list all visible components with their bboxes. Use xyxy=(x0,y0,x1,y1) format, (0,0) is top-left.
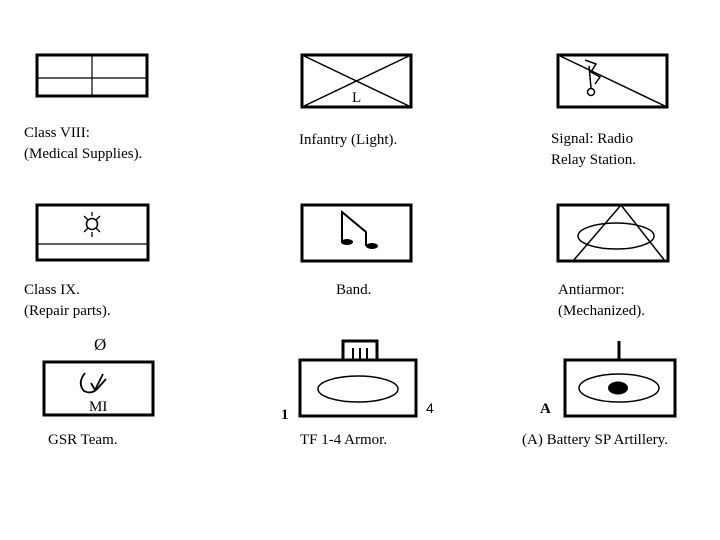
gsr-team-top-mark: Ø xyxy=(94,335,107,354)
caption-line: Class IX. xyxy=(24,282,80,298)
caption-line: GSR Team. xyxy=(48,432,118,448)
band-symbol xyxy=(300,203,413,263)
caption-line: TF 1-4 Armor. xyxy=(300,432,388,448)
tf-armor-symbol xyxy=(298,339,418,418)
antiarmor-mechanized-caption: Antiarmor: (Mechanized). xyxy=(558,280,645,322)
gsr-team-symbol xyxy=(42,360,155,417)
caption-line: Relay Station. xyxy=(551,152,636,168)
caption-line: Antiarmor: xyxy=(558,282,625,298)
caption-line: (Mechanized). xyxy=(558,303,646,319)
tf-armor-right-mark: 4 xyxy=(426,400,434,416)
tf-armor-left-mark: 1 xyxy=(281,407,289,423)
caption-line: (A) Battery SP Artillery. xyxy=(522,432,668,448)
caption-line: (Repair parts). xyxy=(24,303,111,319)
class-viii-caption: Class VIII: (Medical Supplies). xyxy=(24,123,142,165)
caption-line: (Medical Supplies). xyxy=(24,146,143,162)
infantry-light-modifier: L xyxy=(352,90,362,106)
band-caption: Band. xyxy=(336,280,371,301)
battery-sp-artillery-caption: (A) Battery SP Artillery. xyxy=(522,430,668,451)
tf-armor-caption: TF 1-4 Armor. xyxy=(300,430,387,451)
class-ix-symbol xyxy=(35,203,150,262)
battery-modifier: A xyxy=(540,401,551,417)
caption-line: Signal: Radio xyxy=(551,131,634,147)
caption-line: Infantry (Light). xyxy=(299,132,398,148)
gsr-team-modifier: MI xyxy=(89,399,108,415)
antiarmor-mechanized-symbol xyxy=(556,203,670,263)
class-ix-caption: Class IX. (Repair parts). xyxy=(24,280,111,322)
signal-radio-relay-symbol xyxy=(556,53,669,109)
infantry-light-caption: Infantry (Light). xyxy=(299,130,397,151)
gsr-team-caption: GSR Team. xyxy=(48,430,118,451)
caption-line: Class VIII: xyxy=(24,125,90,141)
infantry-light-symbol xyxy=(300,53,413,109)
caption-line: Band. xyxy=(336,282,372,298)
battery-sp-artillery-symbol xyxy=(563,341,677,418)
signal-radio-relay-caption: Signal: Radio Relay Station. xyxy=(551,129,636,171)
class-viii-symbol xyxy=(35,53,149,98)
